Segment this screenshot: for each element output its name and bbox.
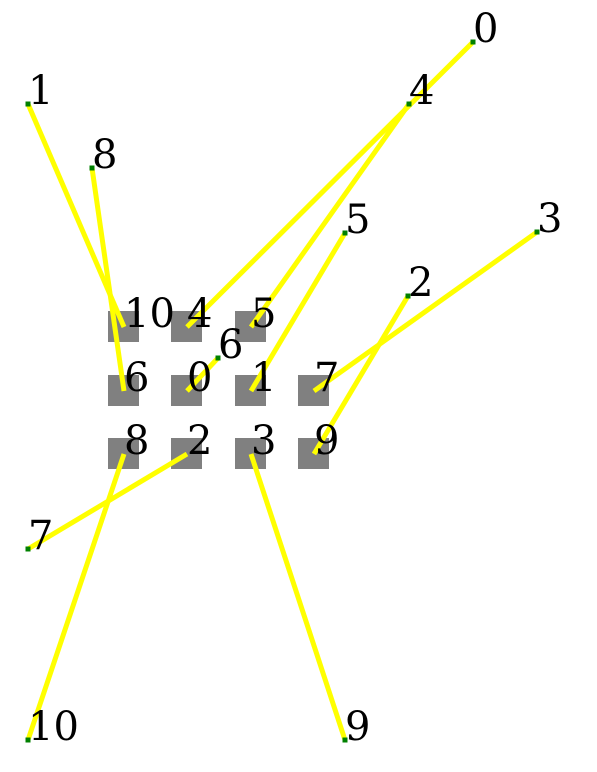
pin-label-4: 4 [409,68,434,114]
pin-label-1: 1 [28,68,53,114]
block-7 [298,375,329,406]
pin-label-5: 5 [345,197,370,243]
pin-layer [25,39,540,743]
block-8 [108,438,139,469]
wire-pin-10-to-block-8 [25,453,127,741]
wire-pin-3-to-block-7 [312,229,539,394]
block-3 [235,438,266,469]
block-label-6: 6 [124,355,149,401]
wire-pin-0-to-block-4 [185,40,475,329]
block-label-3: 3 [251,418,276,464]
pin-0 [470,39,476,45]
pin-5 [342,230,348,236]
pin-label-0: 0 [473,6,498,52]
block-label-9: 9 [314,418,339,464]
pin-label-10: 10 [28,704,79,750]
pin-label-9: 9 [345,704,370,750]
wire-pin-6-to-block-0 [185,356,220,393]
block-label-1: 1 [251,355,276,401]
pin-2 [405,293,411,299]
pin-label-8: 8 [92,132,117,178]
pin-9 [342,737,348,743]
pin-4 [406,101,412,107]
pin-label-3: 3 [537,196,562,242]
pin-label-2: 2 [408,260,433,306]
block-label-10: 10 [124,291,175,337]
wire-pin-4-to-block-5 [248,102,412,329]
block-label-2: 2 [187,418,212,464]
pin-8 [89,165,95,171]
block-label-7: 7 [314,355,339,401]
wire-pin-9-to-block-3 [248,453,348,741]
block-label-5: 5 [251,291,276,337]
wire-pin-8-to-block-6 [89,167,127,392]
pin-10 [25,737,31,743]
block-label-8: 8 [124,418,149,464]
block-label-0: 0 [187,355,212,401]
pin-7 [25,546,31,552]
pin-3 [534,229,540,235]
pin-6 [215,355,221,361]
wire-pin-2-to-block-9 [311,294,411,456]
pin-label-7: 7 [28,513,53,559]
wire-pin-5-to-block-1 [248,231,348,393]
wire-layer [25,40,539,741]
block-label-4: 4 [187,291,212,337]
pin-label-6: 6 [218,322,243,368]
pin-1 [25,101,31,107]
